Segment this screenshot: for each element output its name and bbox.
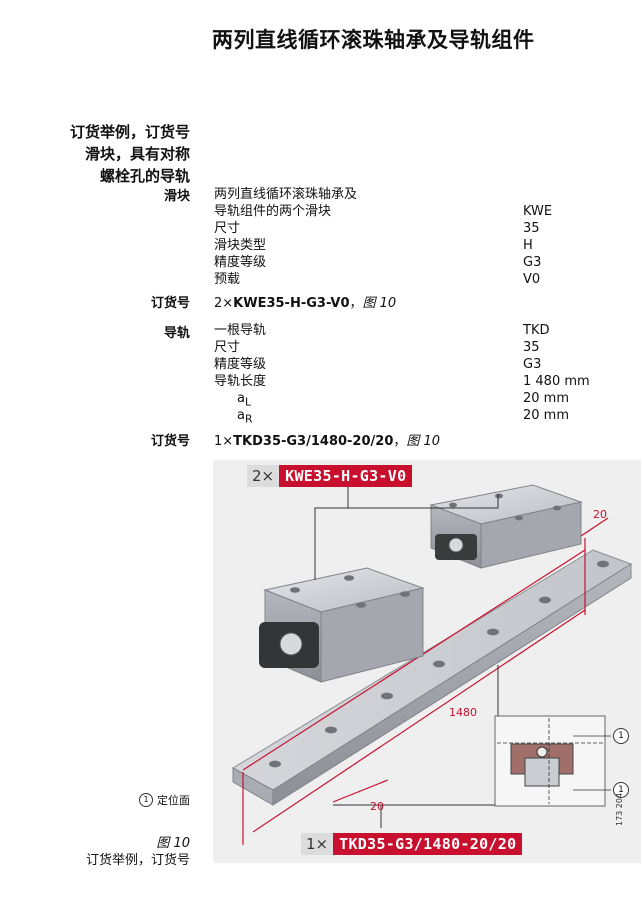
spec-name: 尺寸 bbox=[214, 221, 241, 236]
figure-reference-number: 173 204 bbox=[615, 792, 624, 826]
rail-order-number: 1×TKD35-G3/1480-20/20，图 10 bbox=[214, 430, 440, 449]
spec-name: 导轨长度 bbox=[214, 374, 267, 389]
figure-rail-code-text: TKD35-G3/1480-20/20 bbox=[333, 833, 523, 855]
order-figure-ref: 图 10 bbox=[362, 296, 397, 311]
section-heading-line-3: 螺栓孔的导轨 bbox=[99, 167, 190, 185]
spec-value: TKD bbox=[523, 323, 550, 338]
legend-number: 1 bbox=[139, 793, 153, 807]
figure-rail-multiplier: 1× bbox=[301, 833, 334, 855]
linear-guide-illustration bbox=[232, 484, 633, 845]
spec-row: 尺寸 35 bbox=[214, 220, 594, 237]
carriage-order-number: 2×KWE35-H-G3-V0，图 10 bbox=[214, 292, 396, 311]
carriage-order-label: 订货号 bbox=[150, 296, 190, 311]
spec-row: 导轨长度 1 480 mm bbox=[214, 373, 594, 390]
spec-name: 滑块类型 bbox=[214, 238, 267, 253]
callout-1-top: 1 bbox=[613, 728, 629, 744]
symbol: a bbox=[237, 408, 245, 423]
carriage-spec-list: 两列直线循环滚珠轴承及 导轨组件的两个滑块 KWE 尺寸 35 滑块类型 H 精… bbox=[214, 186, 594, 288]
spec-row: 精度等级 G3 bbox=[214, 254, 594, 271]
symbol: a bbox=[237, 391, 245, 406]
spec-name: aR bbox=[214, 408, 253, 426]
spec-value: V0 bbox=[523, 272, 541, 287]
spec-row: 预载 V0 bbox=[214, 271, 594, 288]
spec-row: 滑块类型 H bbox=[214, 237, 594, 254]
order-separator: ， bbox=[393, 434, 407, 449]
order-prefix: 2× bbox=[214, 296, 234, 311]
spec-value: 20 mm bbox=[523, 391, 570, 406]
spec-row: 导轨组件的两个滑块 KWE bbox=[214, 203, 594, 220]
spec-row: 精度等级 G3 bbox=[214, 356, 594, 373]
cross-section-inset bbox=[494, 715, 611, 807]
spec-row: aR 20 mm bbox=[214, 407, 594, 426]
spec-name: 导轨组件的两个滑块 bbox=[214, 204, 332, 219]
spec-value: 1 480 mm bbox=[523, 374, 590, 389]
carriage-front bbox=[259, 567, 425, 683]
rail-order-label: 订货号 bbox=[150, 434, 190, 449]
spec-row: 两列直线循环滚珠轴承及 bbox=[214, 186, 594, 203]
rail-spec-list: 一根导轨 TKD 尺寸 35 精度等级 G3 导轨长度 1 480 mm aL … bbox=[214, 322, 594, 426]
spec-row: 尺寸 35 bbox=[214, 339, 594, 356]
spec-row: 一根导轨 TKD bbox=[214, 322, 594, 339]
section-heading-line-1: 订货举例，订货号 bbox=[69, 123, 190, 141]
carriage-label: 滑块 bbox=[163, 189, 190, 204]
spec-name: aL bbox=[214, 391, 252, 409]
figure-caption-text: 订货举例，订货号 bbox=[85, 853, 190, 868]
spec-value: G3 bbox=[523, 255, 542, 270]
spec-name: 精度等级 bbox=[214, 255, 267, 270]
spec-name: 精度等级 bbox=[214, 357, 267, 372]
dimension-20-right: 20 bbox=[593, 508, 607, 521]
spec-value: G3 bbox=[523, 357, 542, 372]
legend-item: 1 定位面 bbox=[139, 792, 190, 808]
section-heading: 订货举例，订货号 滑块，具有对称 螺栓孔的导轨 bbox=[70, 121, 190, 187]
figure-carriage-multiplier: 2× bbox=[247, 465, 280, 487]
spec-value: KWE bbox=[523, 204, 553, 219]
rail-label: 导轨 bbox=[163, 326, 190, 341]
figure-10: 2× KWE35-H-G3-V0 1× TKD35-G3/1480-20/20 … bbox=[213, 460, 641, 863]
order-code: TKD35-G3/1480-20/20 bbox=[233, 434, 394, 449]
legend-text: 定位面 bbox=[157, 794, 190, 807]
order-prefix: 1× bbox=[214, 434, 234, 449]
spec-value: 35 bbox=[523, 340, 540, 355]
dimension-20-left: 20 bbox=[370, 800, 384, 813]
spec-value: 20 mm bbox=[523, 408, 570, 423]
spec-name: 预载 bbox=[214, 272, 241, 287]
figure-caption-number: 图 10 bbox=[156, 836, 190, 851]
figure-carriage-code-text: KWE35-H-G3-V0 bbox=[279, 465, 413, 487]
figure-carriage-code: 2× KWE35-H-G3-V0 bbox=[247, 465, 413, 487]
spec-value: 35 bbox=[523, 221, 540, 236]
spec-value: H bbox=[523, 238, 533, 253]
symbol-subscript: L bbox=[244, 395, 252, 409]
spec-row: aL 20 mm bbox=[214, 390, 594, 409]
order-code: KWE35-H-G3-V0 bbox=[233, 296, 350, 311]
dimension-1480: 1480 bbox=[449, 706, 477, 719]
callout-1-bottom: 1 bbox=[613, 782, 629, 798]
figure-rail-code: 1× TKD35-G3/1480-20/20 bbox=[301, 833, 523, 855]
dimension-lines bbox=[242, 517, 609, 845]
section-heading-line-2: 滑块，具有对称 bbox=[84, 145, 190, 163]
spec-name: 两列直线循环滚珠轴承及 bbox=[214, 187, 358, 202]
guide-rail bbox=[232, 549, 633, 806]
page-title: 两列直线循环滚珠轴承及导轨组件 bbox=[212, 28, 535, 52]
symbol-subscript: R bbox=[244, 412, 253, 426]
spec-name: 尺寸 bbox=[214, 340, 241, 355]
carriage-rear bbox=[429, 484, 583, 569]
spec-name: 一根导轨 bbox=[214, 323, 267, 338]
order-figure-ref: 图 10 bbox=[406, 434, 441, 449]
order-separator: ， bbox=[349, 296, 363, 311]
